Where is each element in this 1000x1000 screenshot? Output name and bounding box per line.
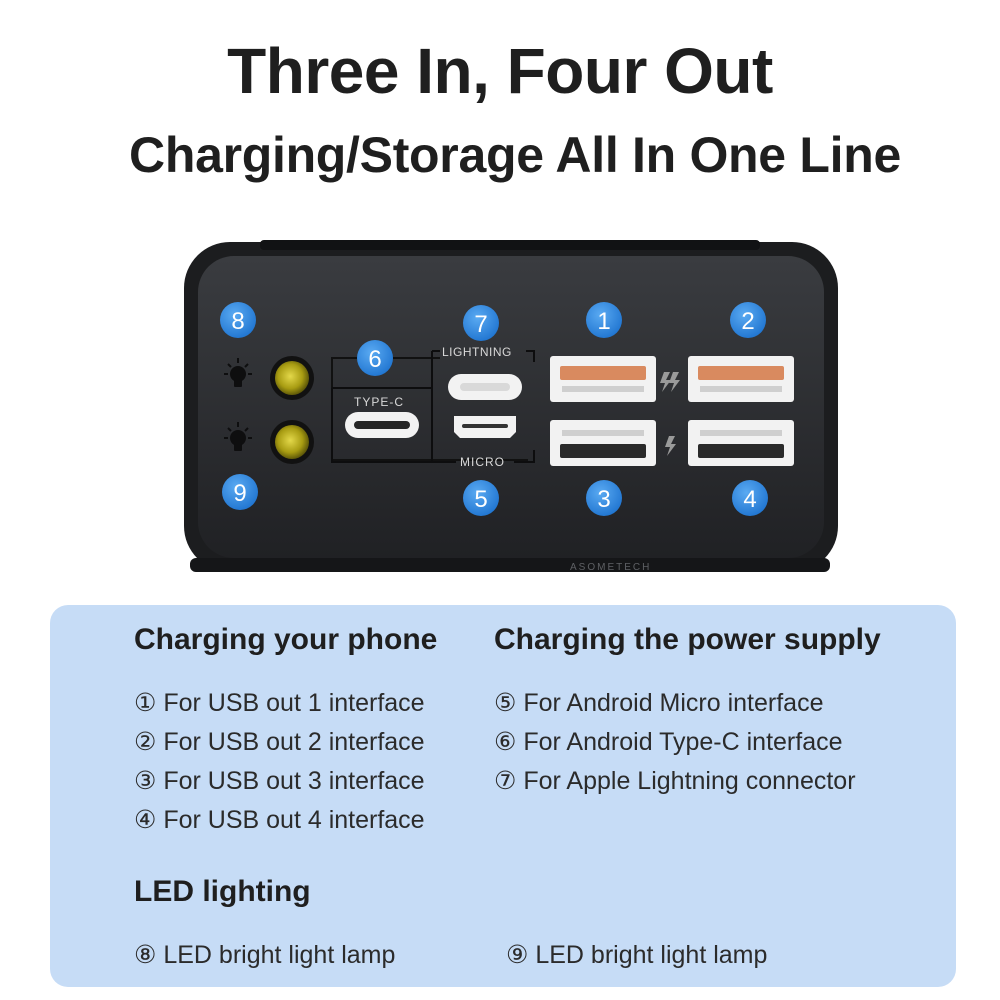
list-item: ⑥ For Android Type-C interface [494,728,843,756]
callout-badge-7: 7 [463,305,499,341]
svg-text:5: 5 [474,486,487,513]
led-lighting-heading: LED lighting [134,875,311,908]
callout-badge-1: 1 [586,302,622,338]
usb-port-3 [550,420,656,466]
callout-badge-2: 2 [730,302,766,338]
type-c-port [345,412,419,438]
svg-text:3: 3 [597,486,610,513]
callout-badge-8: 8 [220,302,256,338]
list-item: ⑧ LED bright light lamp [134,941,396,969]
svg-text:6: 6 [368,346,381,373]
charging-phone-heading: Charging your phone [134,623,438,656]
power-bank-illustration: ASOMETECH [170,228,850,588]
device-front-panel [198,256,824,558]
fast-charge-icon [660,372,680,392]
device-top-edge [260,240,760,250]
list-item: ⑨ LED bright light lamp [506,941,768,969]
usb-port-2 [688,356,794,402]
svg-text:8: 8 [231,308,244,335]
list-item: ⑤ For Android Micro interface [494,689,824,717]
type-c-label: TYPE-C [354,395,404,409]
lightning-label: LIGHTNING [442,345,512,359]
list-item: ① For USB out 1 interface [134,689,425,717]
svg-text:4: 4 [743,486,756,513]
headline: Three In, Four Out [227,35,773,107]
led-lamp-2 [270,420,314,464]
callout-badge-5: 5 [463,480,499,516]
svg-text:2: 2 [741,308,754,335]
lamp-icon [224,422,252,451]
led-lamp-1 [270,356,314,400]
list-item: ③ For USB out 3 interface [134,767,425,795]
charging-supply-heading: Charging the power supply [494,623,881,656]
brand-mark: ASOMETECH [570,562,651,573]
callout-badge-4: 4 [732,480,768,516]
lightning-port [448,374,522,400]
callout-badge-3: 3 [586,480,622,516]
charge-icon [665,436,676,456]
list-item: ④ For USB out 4 interface [134,806,425,834]
svg-text:1: 1 [597,308,610,335]
usb-port-1 [550,356,656,402]
usb-port-4 [688,420,794,466]
micro-label: MICRO [460,455,505,469]
callout-badge-6: 6 [357,340,393,376]
svg-text:9: 9 [233,480,246,507]
svg-text:7: 7 [474,311,487,338]
lamp-icon [224,358,252,387]
list-item: ⑦ For Apple Lightning connector [494,767,856,795]
subheadline: Charging/Storage All In One Line [129,127,901,183]
callout-badge-9: 9 [222,474,258,510]
list-item: ② For USB out 2 interface [134,728,425,756]
micro-usb-port [454,416,516,438]
info-panel: Charging your phone ① For USB out 1 inte… [50,605,956,987]
